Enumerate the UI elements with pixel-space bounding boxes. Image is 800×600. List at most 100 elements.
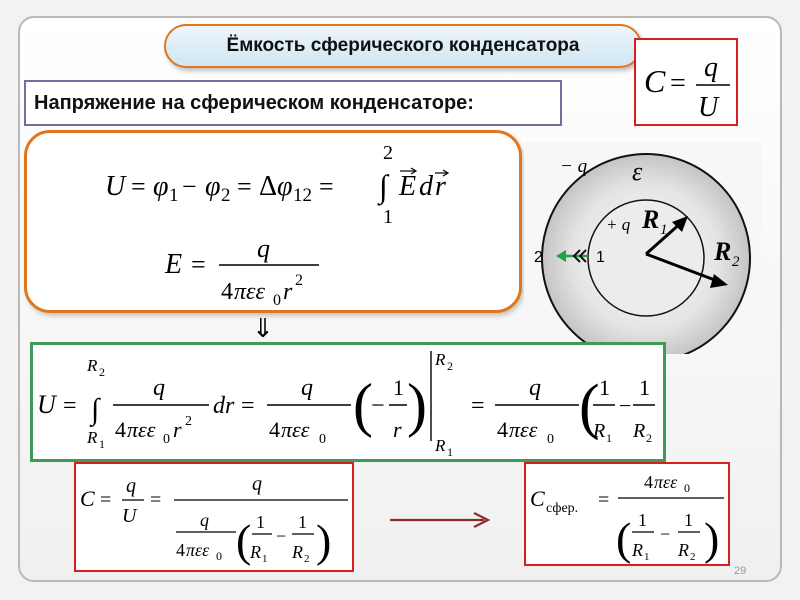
slide-title: Ёмкость сферического конденсатора xyxy=(164,24,642,68)
svg-text:0: 0 xyxy=(547,432,554,447)
svg-text:−: − xyxy=(182,172,197,201)
svg-text:q: q xyxy=(126,475,136,497)
r2-label: R xyxy=(713,237,731,266)
inner-charge-label: + q xyxy=(606,215,631,234)
svg-text:R: R xyxy=(86,356,98,375)
svg-text:q: q xyxy=(301,375,313,401)
svg-text:2: 2 xyxy=(99,365,105,379)
slide-title-text: Ёмкость сферического конденсатора xyxy=(226,35,580,56)
svg-text:φ: φ xyxy=(277,171,293,202)
svg-text:=: = xyxy=(131,172,146,201)
svg-text:=: = xyxy=(319,172,334,201)
svg-text:r: r xyxy=(435,171,446,202)
svg-text:φ: φ xyxy=(153,171,169,202)
svg-text:R: R xyxy=(434,350,446,369)
svg-text:φ: φ xyxy=(205,171,221,202)
svg-text:=: = xyxy=(100,489,111,511)
r1-arrow xyxy=(645,220,683,256)
svg-text:1: 1 xyxy=(639,375,650,400)
r2-sub: 2 xyxy=(732,254,740,270)
svg-text:R: R xyxy=(434,436,446,455)
svg-text:Δ: Δ xyxy=(259,171,277,202)
svg-text:4: 4 xyxy=(176,540,185,560)
result-subscript: сфер. xyxy=(546,501,578,516)
svg-text:(: ( xyxy=(353,372,373,438)
svg-text:q: q xyxy=(153,375,165,401)
svg-text:1: 1 xyxy=(684,510,693,530)
outer-charge-label: − q xyxy=(560,156,588,177)
svg-text:∫: ∫ xyxy=(377,168,390,206)
svg-text:r: r xyxy=(393,417,402,442)
svg-text:4: 4 xyxy=(644,472,653,492)
svg-text:1: 1 xyxy=(383,206,393,228)
svg-text:1: 1 xyxy=(393,375,404,400)
page-number: 29 xyxy=(734,565,747,577)
svg-text:πεε: πεε xyxy=(234,279,265,305)
svg-text:(: ( xyxy=(236,515,251,566)
svg-text:=: = xyxy=(191,250,206,279)
svg-text:d: d xyxy=(419,171,434,202)
svg-text:πεε: πεε xyxy=(281,417,310,442)
svg-text:0: 0 xyxy=(216,549,222,563)
svg-text:1: 1 xyxy=(638,510,647,530)
svg-text:∫: ∫ xyxy=(89,393,101,428)
svg-text:4: 4 xyxy=(115,417,126,442)
svg-text:1: 1 xyxy=(599,375,610,400)
svg-text:U: U xyxy=(698,92,720,123)
epsilon-label: ε xyxy=(632,157,643,186)
svg-text:q: q xyxy=(200,510,209,530)
subtitle-text: Напряжение на сферическом конденсаторе: xyxy=(34,91,474,114)
svg-text:U: U xyxy=(105,171,127,202)
svg-text:πεε: πεε xyxy=(127,417,156,442)
svg-text:2: 2 xyxy=(304,553,310,565)
result-arrow xyxy=(390,512,491,528)
voltage-field-formulas: U = φ 1 − φ 2 = Δ φ 12 = 2 ∫ 1 E d r E =… xyxy=(105,142,450,309)
svg-text:1: 1 xyxy=(298,512,307,532)
svg-text:U: U xyxy=(37,390,58,419)
point-1-label: 1 xyxy=(596,249,605,266)
svg-text:U: U xyxy=(122,505,138,527)
svg-text:1: 1 xyxy=(256,512,265,532)
svg-text:): ) xyxy=(407,372,427,438)
svg-text:πεε: πεε xyxy=(509,417,538,442)
svg-text:4: 4 xyxy=(269,417,280,442)
svg-text:2: 2 xyxy=(646,431,652,445)
svg-text:q: q xyxy=(252,473,262,495)
svg-text:): ) xyxy=(316,515,331,566)
svg-text:12: 12 xyxy=(293,185,312,206)
svg-text:0: 0 xyxy=(684,481,690,495)
svg-text:1: 1 xyxy=(169,185,179,206)
svg-text:2: 2 xyxy=(383,142,393,164)
svg-text:R: R xyxy=(291,542,303,562)
svg-text:−: − xyxy=(660,524,670,544)
svg-text:−: − xyxy=(371,393,385,419)
implies-arrow: ⇓ xyxy=(252,314,274,343)
svg-text:E: E xyxy=(398,171,416,202)
svg-text:R: R xyxy=(677,540,689,560)
point-2-label: 2 xyxy=(534,249,543,266)
svg-text:2: 2 xyxy=(447,359,453,373)
svg-text:−: − xyxy=(619,393,631,418)
svg-text:1: 1 xyxy=(262,553,268,565)
svg-text:): ) xyxy=(704,513,719,564)
svg-text:R: R xyxy=(86,428,98,447)
svg-text:C: C xyxy=(644,63,666,99)
svg-text:1: 1 xyxy=(99,437,105,451)
r1-label: R xyxy=(641,205,659,234)
svg-text:q: q xyxy=(257,234,270,263)
svg-text:0: 0 xyxy=(273,292,281,309)
svg-text:=: = xyxy=(237,172,252,201)
svg-text:(: ( xyxy=(579,373,600,441)
r2-arrow xyxy=(645,252,721,284)
svg-text:R: R xyxy=(249,542,261,562)
r1-sub: 1 xyxy=(660,222,668,238)
spherical-capacitor-diagram: − q ε + q R 1 R 2 1 2 xyxy=(524,142,762,354)
svg-text:2: 2 xyxy=(690,551,696,563)
svg-text:−: − xyxy=(276,526,286,546)
svg-text:=: = xyxy=(63,393,77,419)
